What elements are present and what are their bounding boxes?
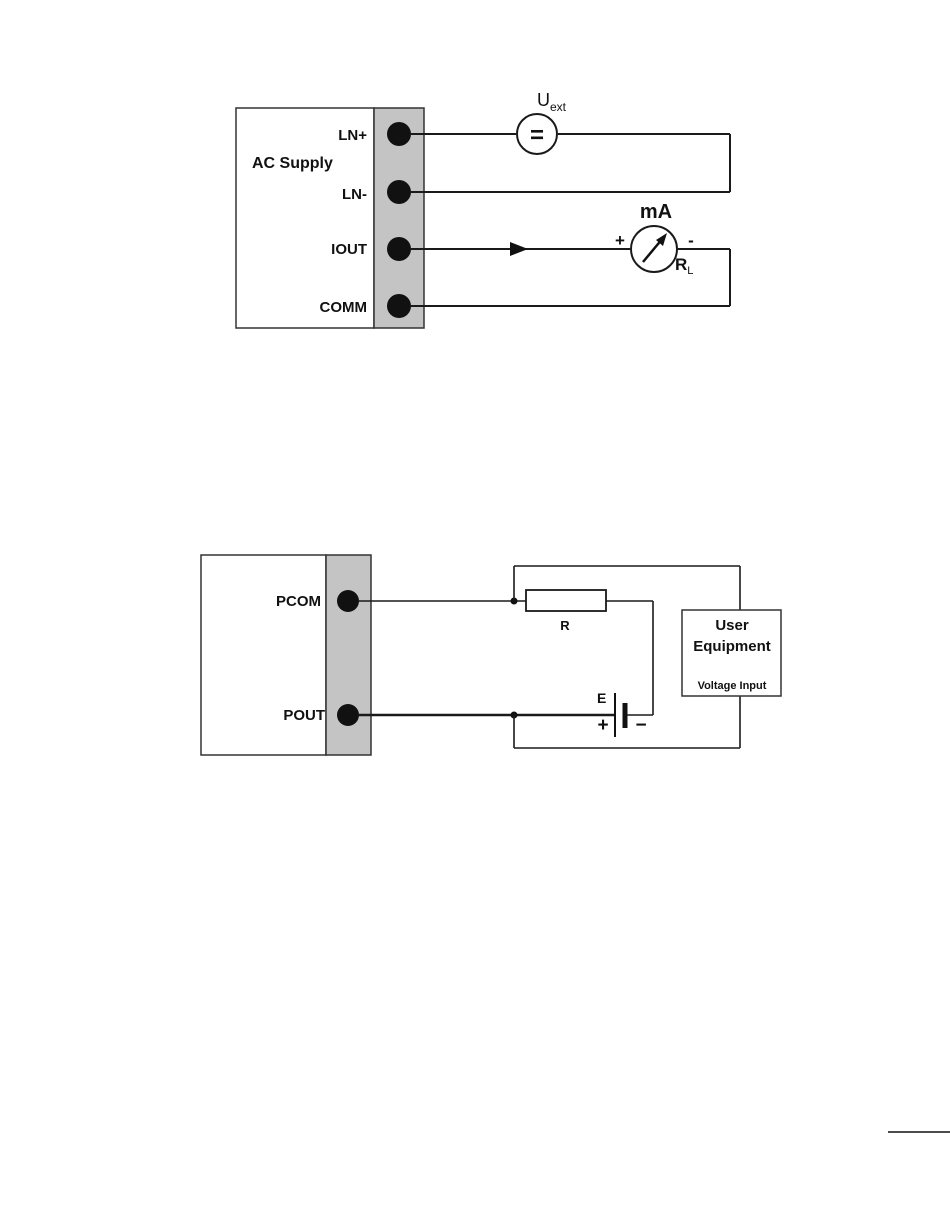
battery-minus-sign: − [635, 715, 646, 736]
terminal-dot-ln-minus [387, 180, 411, 204]
terminal-label-pcom: PCOM [276, 593, 321, 610]
terminal-label-iout: IOUT [331, 241, 367, 258]
battery-label: E [597, 690, 606, 706]
diagram-pulse-output-voltage-input: PCOM POUT R E + − User Equipment Voltage… [201, 555, 781, 755]
meter-plus-sign: + [615, 231, 625, 250]
device-label: AC Supply [252, 155, 333, 172]
terminal-dot-pcom [337, 590, 359, 612]
terminal-dot-pout [337, 704, 359, 726]
equipment-label-line1: User [715, 617, 749, 634]
resistor-label: R [560, 618, 570, 633]
diagram-ac-supply-current-output: AC Supply LN+ LN- IOUT COMM = Uext + - m… [236, 90, 730, 328]
load-resistor-label: RL [675, 255, 693, 277]
source-label: Uext [537, 90, 567, 114]
current-direction-arrow-icon [510, 242, 528, 256]
terminal-dot-ln-plus [387, 122, 411, 146]
terminal-dot-comm [387, 294, 411, 318]
equipment-label-line2: Equipment [693, 638, 771, 655]
terminal-label-pout: POUT [283, 707, 325, 724]
battery-plus-sign: + [597, 715, 608, 736]
resistor-icon [526, 590, 606, 611]
terminal-label-ln-minus: LN- [342, 186, 367, 203]
meter-unit-label: mA [640, 201, 672, 223]
meter-minus-sign: - [688, 231, 694, 250]
terminal-label-comm: COMM [320, 299, 368, 316]
terminal-label-ln-plus: LN+ [338, 127, 367, 144]
equipment-label-line3: Voltage Input [698, 680, 767, 692]
dc-source-symbol: = [530, 122, 544, 149]
terminal-dot-iout [387, 237, 411, 261]
pulse-device-box [201, 555, 326, 755]
